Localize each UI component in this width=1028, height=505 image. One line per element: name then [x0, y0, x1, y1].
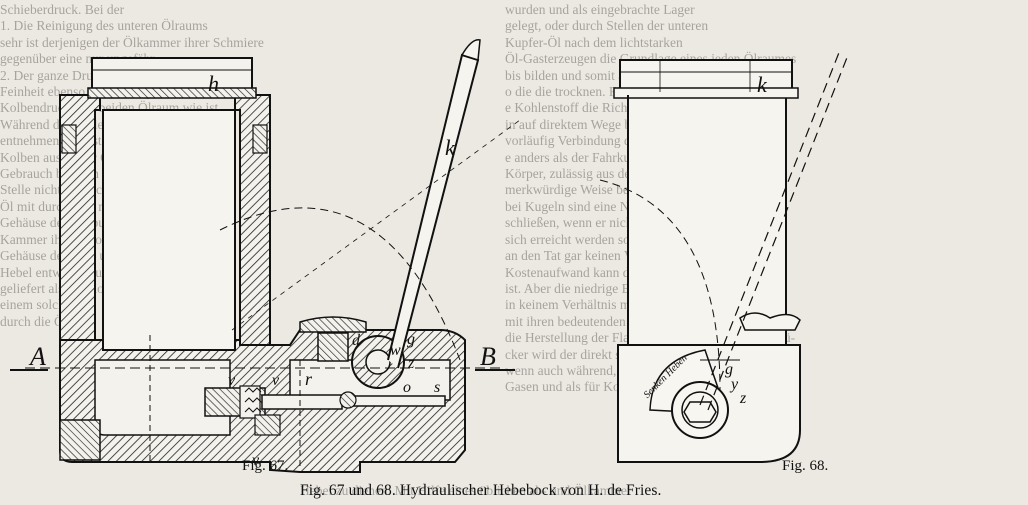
bleed-line: 1. Die Reinigung des unteren Ölraums: [0, 18, 208, 34]
fig67-label-B: B: [480, 342, 496, 371]
fig68-cylinder: [627, 94, 787, 356]
fig67-label-A: A: [28, 342, 46, 371]
fig68-label-k: k: [757, 72, 768, 97]
bleed-line: wurden und als eingebrachte Lager: [505, 2, 695, 17]
figure-caption: Fig. 67 und 68. Hydraulischer Hebebock v…: [300, 482, 662, 499]
bleed-through-bottom: Hebel zu dienen. Mit Hilfe eines übliche…: [300, 483, 632, 498]
fig67-label-g: g: [407, 331, 415, 348]
bleed-line: durch die Öl-: [0, 313, 72, 329]
fig67-label-w: w: [390, 342, 401, 359]
bleed-line: Schieberdruck. Bei der: [0, 2, 125, 17]
fig67-ram: [102, 109, 236, 351]
fig67-label-s: s: [434, 379, 440, 396]
fig68-label-y: y: [729, 376, 739, 393]
fig68-label-g: g: [725, 361, 733, 378]
fig67-label-z: z: [407, 355, 415, 372]
fig67-lever: [387, 53, 480, 369]
fig67-label-v1: v: [228, 372, 236, 389]
fig67-label-r: r: [305, 369, 313, 389]
fig67-label-h: h: [208, 71, 219, 96]
fig67-label-v2: v: [272, 372, 280, 389]
figure-68-side-view: [599, 49, 849, 463]
bleed-line: sehr ist derjenigen der Ölkammer ihrer S…: [0, 34, 264, 50]
fig67-label: Fig. 67.: [242, 458, 289, 474]
fig67-label-k: k: [445, 135, 456, 160]
fig68-label-z: z: [739, 390, 747, 407]
figure-67-section-drawing: [10, 39, 521, 473]
fig67-label-d: d: [352, 332, 361, 349]
bleed-line: gelegt, oder durch Stellen der unteren: [505, 18, 709, 34]
bleed-line: Kupfer-Öl nach dem lichtstarken: [505, 34, 683, 50]
bleed-line: einem solchen: [0, 297, 78, 313]
fig67-label-v3: v: [252, 452, 260, 469]
fig67-label-o: o: [403, 379, 411, 396]
fig68-label: Fig. 68.: [782, 458, 829, 474]
